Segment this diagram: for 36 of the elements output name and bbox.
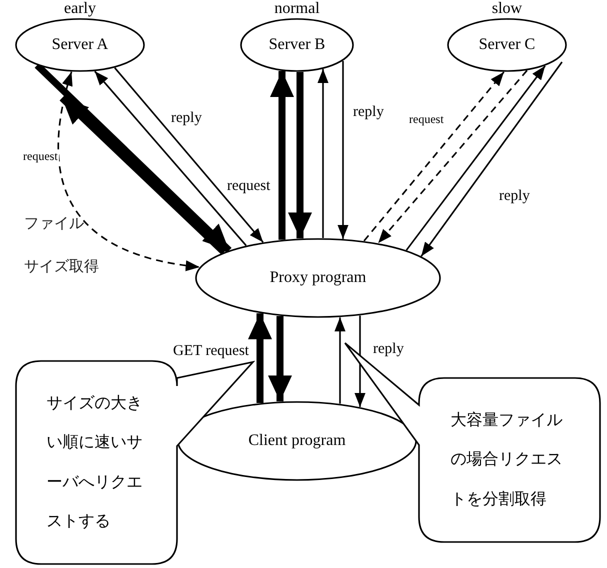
arrow [334, 317, 346, 404]
node-label: Server B [268, 36, 326, 54]
callout-text: サイズの大きい順に速いサーバへリクエストする [46, 394, 144, 532]
note-text: ファイル [24, 215, 84, 233]
arrow [270, 71, 294, 240]
node-label: Client program [248, 432, 346, 450]
note-text: サイズ取得 [24, 258, 99, 276]
node-label: Proxy program [270, 269, 366, 287]
edge-label: reply [352, 104, 385, 120]
edge-label: reply [170, 110, 203, 126]
edge-label: request [408, 113, 445, 126]
arrow [248, 313, 272, 403]
speed-label: slow [492, 1, 522, 18]
edge-label: GET request [172, 343, 250, 360]
arrow [318, 69, 328, 238]
arrow [114, 67, 264, 243]
arrow [378, 70, 528, 244]
node-label: Server A [52, 36, 108, 54]
arrow [94, 70, 247, 246]
arrow [58, 72, 200, 271]
arrow [60, 95, 226, 255]
arrow [268, 316, 292, 402]
edge-label: request [22, 150, 59, 164]
edge-label: reply [498, 188, 531, 204]
callout-text: 大容量ファイルの場合リクエストを分割取得 [450, 410, 564, 510]
arrow [34, 62, 232, 253]
arrow [420, 62, 563, 257]
arrow [363, 71, 504, 242]
edge-label: reply [372, 341, 405, 358]
arrow [406, 65, 546, 251]
speed-label: normal [274, 1, 320, 18]
arrow [288, 72, 312, 238]
arrow [338, 60, 348, 239]
arrow [354, 316, 366, 407]
speed-label: early [64, 1, 96, 18]
node-label: Server C [478, 36, 536, 54]
